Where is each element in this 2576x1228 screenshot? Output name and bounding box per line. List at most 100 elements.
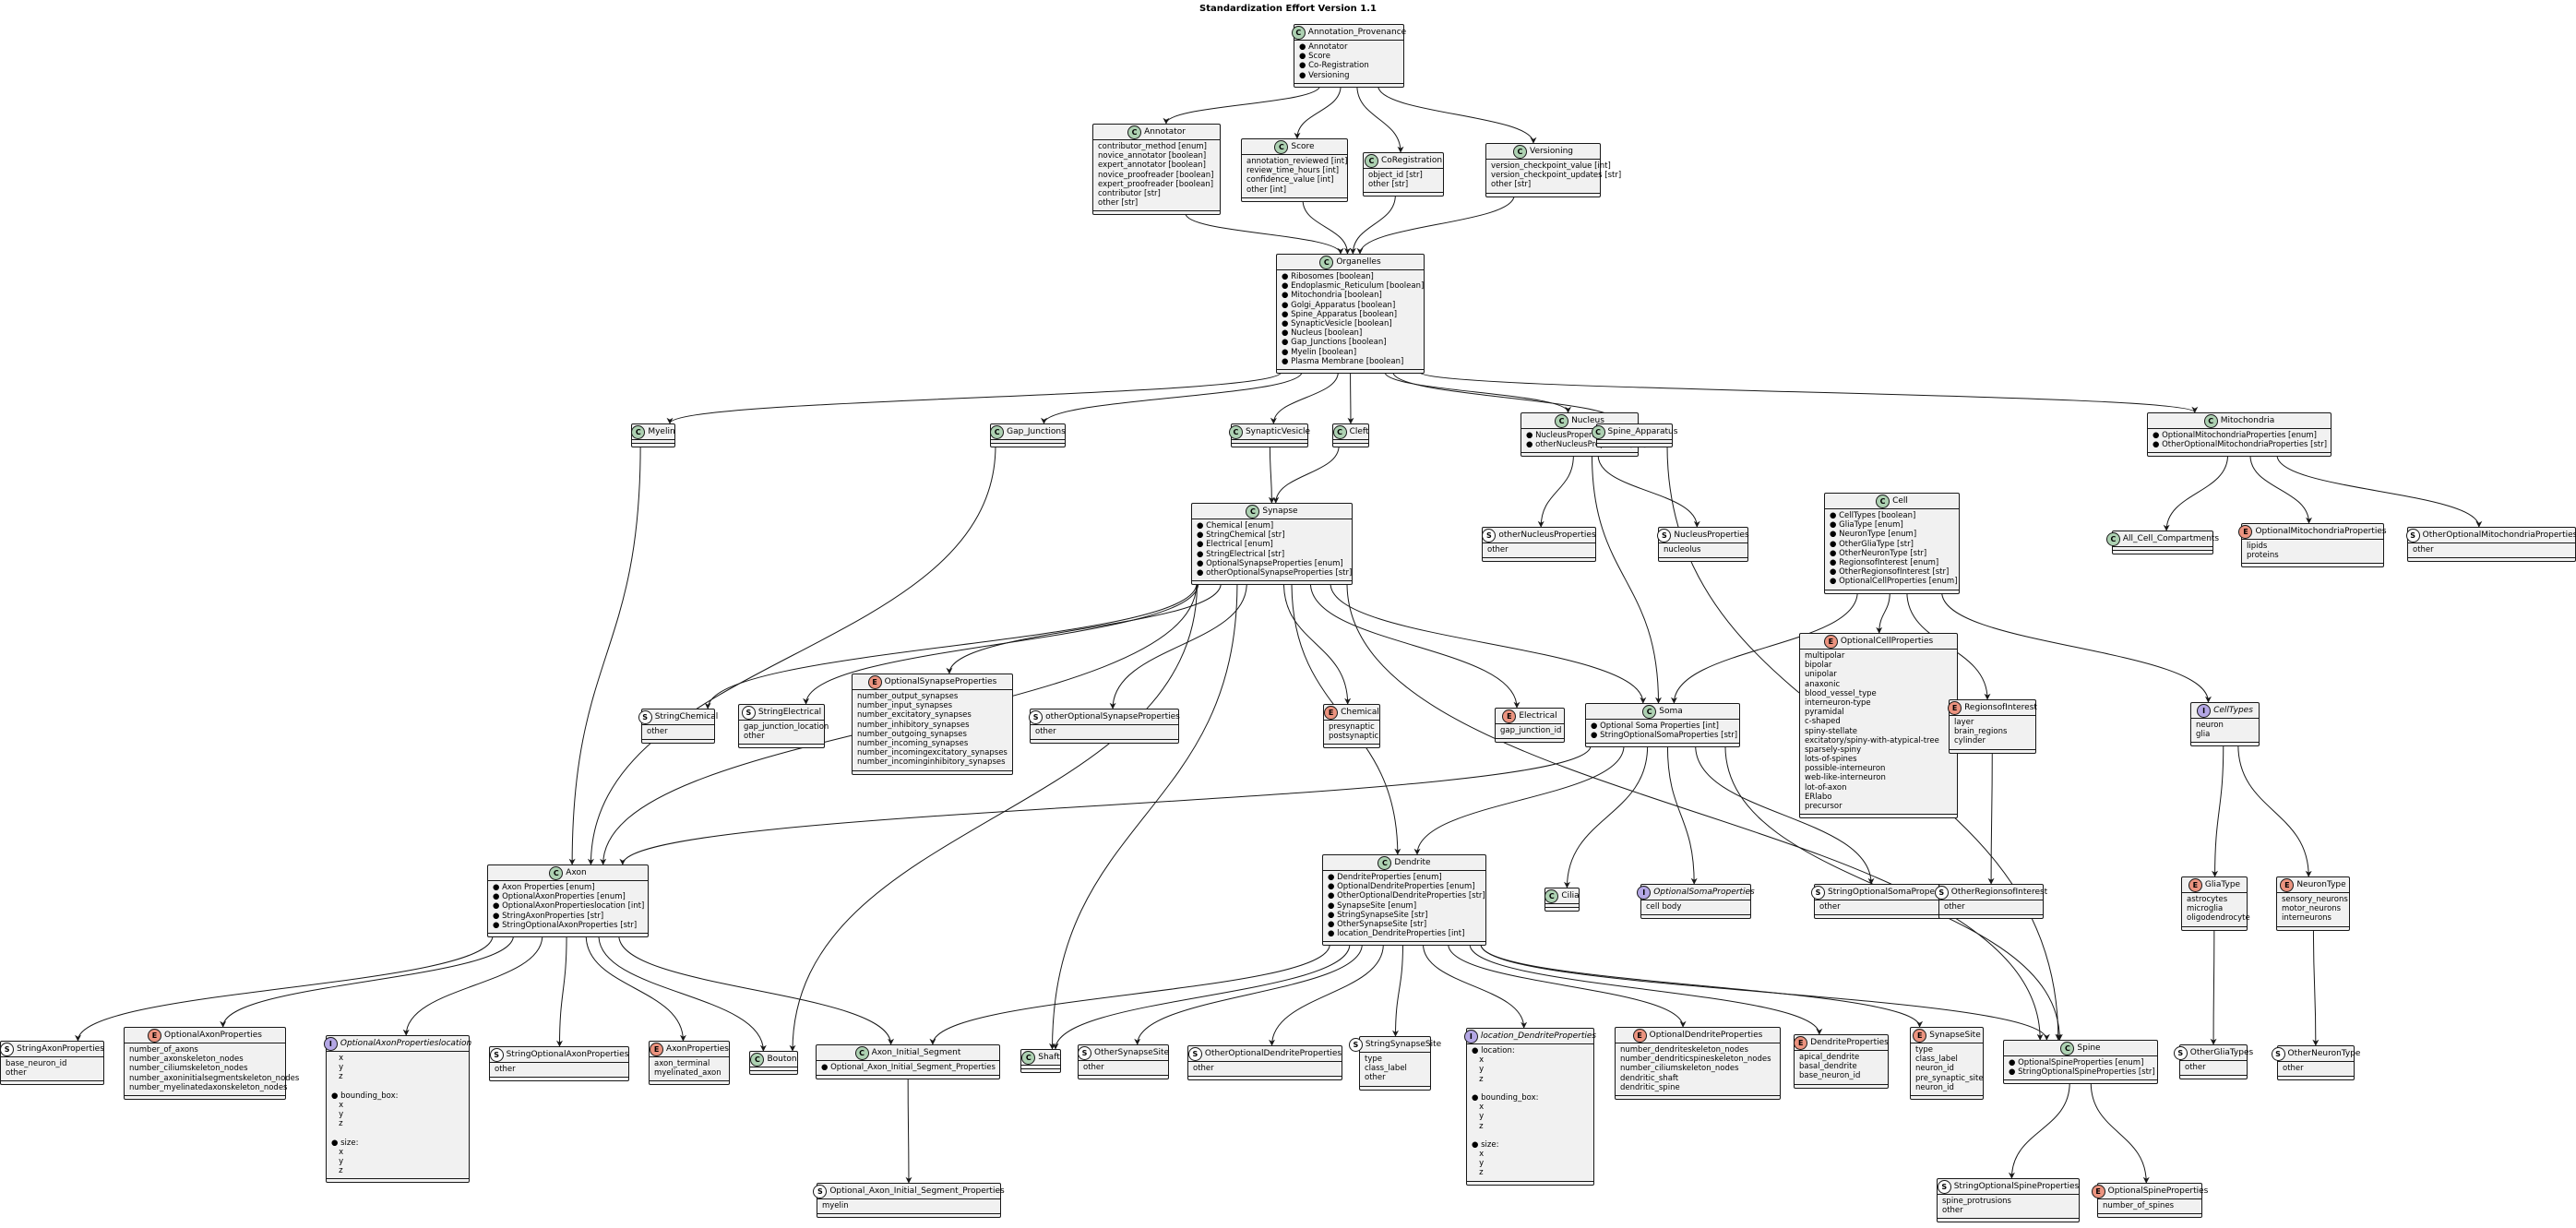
method-list [1911, 1096, 1983, 1099]
field-list: other [1031, 725, 1178, 739]
method-list [2148, 453, 2331, 456]
divider [1324, 720, 1379, 721]
field: novice_proofreader [boolean] [1098, 170, 1214, 180]
stereotype-c-icon: C [990, 424, 1005, 439]
method-list [2191, 743, 2259, 745]
node-name: OptionalSpineProperties [2107, 1186, 2209, 1196]
method-list [1333, 444, 1368, 447]
divider [1277, 368, 1424, 370]
field: ● Plasma Membrane [boolean] [1282, 356, 1404, 366]
method-list [2180, 1076, 2247, 1079]
method-list [327, 1179, 469, 1182]
field: number_excitatory_synapses [857, 710, 972, 721]
stereotype-e-icon: E [1794, 1035, 1808, 1050]
edge-regionsofinterest-to-otherregionsofinterest [1987, 751, 1995, 885]
node-name: Cilia [1561, 891, 1580, 900]
node-name: Mitochondria [2220, 416, 2275, 425]
field: ● Spine_Apparatus [boolean] [1282, 309, 1398, 319]
field-list: ● Optional_Axon_Initial_Segment_Properti… [817, 1061, 999, 1075]
field: confidence_value [int] [1246, 175, 1334, 185]
field: oligodendrocyte [2187, 913, 2250, 924]
field: z [331, 1166, 343, 1176]
divider [327, 1178, 469, 1180]
divider [1950, 748, 2035, 750]
field: y [1472, 1112, 1485, 1122]
field: ● Myelin [boolean] [1282, 347, 1357, 357]
divider [1586, 719, 1739, 720]
field: other [int] [1246, 185, 1287, 195]
node-name: CellTypes [2213, 706, 2253, 715]
divider [1360, 1085, 1430, 1087]
node-name: OptionalDendriteProperties [1649, 1031, 1763, 1040]
field: ● OptionalAxonProperties [enum] [493, 892, 626, 902]
edge-organelles-to-mitochondria [1418, 371, 2199, 413]
divider [2278, 1076, 2354, 1078]
field: other [6, 1068, 27, 1079]
field: class_label [1365, 1064, 1407, 1074]
node-name: Gap_Junctions [1007, 427, 1066, 436]
